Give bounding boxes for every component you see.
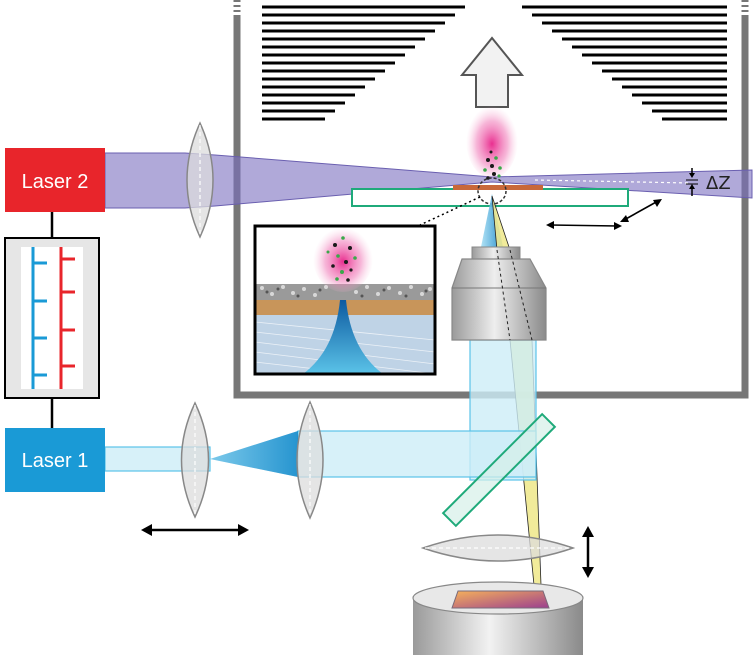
inset-plume-particles	[326, 236, 357, 282]
lens-icon	[186, 121, 214, 239]
camera	[412, 581, 584, 655]
sample-layer	[453, 185, 543, 190]
focal-plane-line	[534, 179, 691, 184]
double-arrow-icon	[141, 524, 249, 536]
dichroic-mirror	[441, 412, 557, 528]
camera-sensor	[451, 590, 550, 609]
double-arrow-icon	[582, 526, 594, 578]
objective-icon	[451, 246, 547, 341]
delta-z-label: ΔZ	[706, 173, 731, 194]
lens-icon	[180, 401, 210, 519]
ion-optics-plates	[262, 5, 727, 121]
collimated-beam	[104, 339, 537, 481]
delta-z-marker	[686, 168, 698, 196]
lens-icon	[420, 534, 576, 562]
zoom-inset	[253, 224, 437, 376]
ablation-plume	[466, 102, 518, 178]
stage-xy-arrows	[546, 199, 662, 230]
plume-particles	[483, 150, 502, 180]
lens-icon	[296, 400, 324, 520]
zoom-leader-line	[419, 196, 481, 226]
sample-slide	[351, 188, 629, 207]
laser2-box	[5, 148, 105, 212]
laser1-label: Laser 1	[22, 450, 89, 472]
laser2-label: Laser 2	[22, 171, 89, 193]
timing-diagram-icon	[4, 212, 100, 428]
laser1-box	[5, 428, 105, 492]
up-arrow-icon	[459, 36, 525, 108]
